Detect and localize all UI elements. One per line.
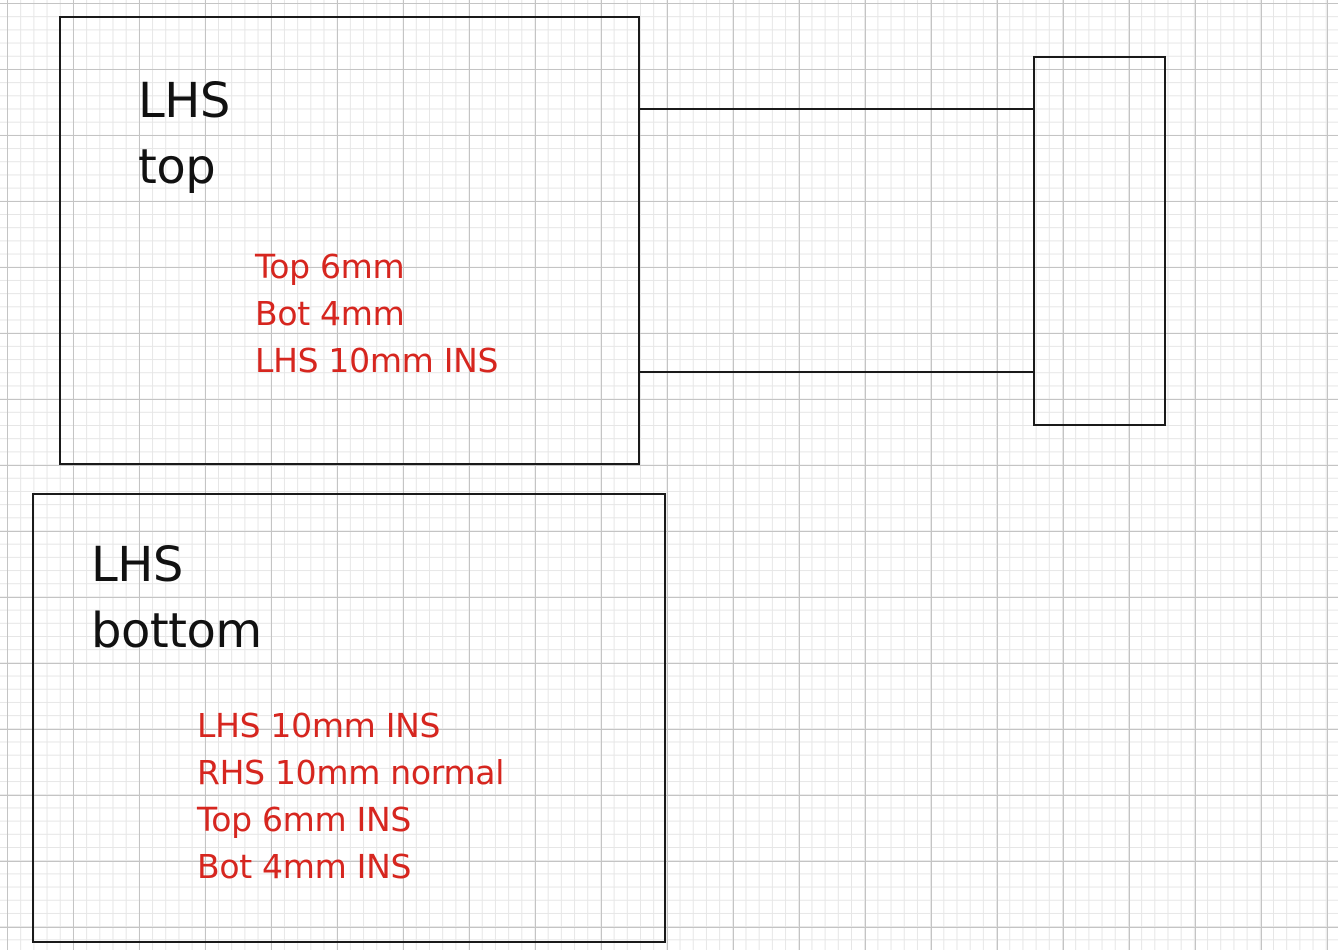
lhs-bottom-note: Bot 4mm INS	[197, 847, 412, 886]
lhs-top-title-line-1: LHS	[138, 73, 230, 129]
lhs-bottom-title-line-1: LHS	[91, 537, 183, 593]
lhs-bottom-title-line-2: bottom	[91, 603, 262, 659]
lhs-bottom-note: LHS 10mm INS	[197, 706, 441, 745]
lhs-top-title-line-2: top	[138, 139, 216, 195]
lhs-bottom-note: RHS 10mm normal	[197, 753, 505, 792]
connector-line-upper	[640, 108, 1034, 110]
right-side-box	[1033, 56, 1166, 426]
lhs-top-box	[59, 16, 640, 465]
lhs-top-note: Bot 4mm	[255, 294, 405, 333]
connector-line-lower	[640, 371, 1034, 373]
lhs-top-note: LHS 10mm INS	[255, 341, 499, 380]
lhs-bottom-note: Top 6mm INS	[197, 800, 412, 839]
lhs-bottom-box	[32, 493, 666, 943]
lhs-top-note: Top 6mm	[255, 247, 405, 286]
